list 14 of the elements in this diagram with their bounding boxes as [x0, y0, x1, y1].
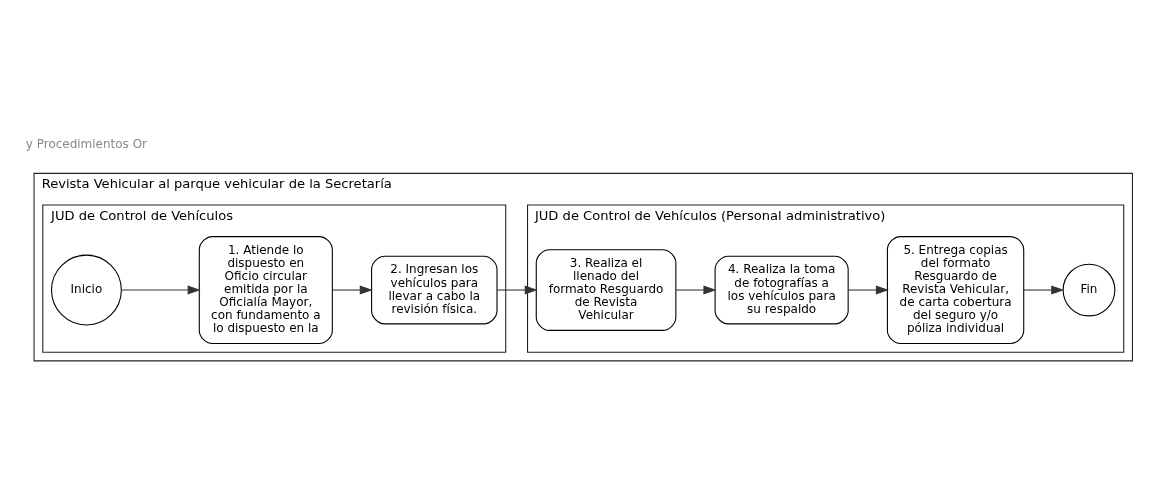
label: y Procedimientos Or: [25, 137, 148, 152]
arrow: [496, 285, 538, 295]
node-box: 3. Realiza el llenado del formato Resguardo de Revista Vehicular: [535, 249, 677, 331]
node-box: 2. Ingresan los vehículos para llevar a cabo la revisión física.: [371, 255, 498, 325]
arrow: [121, 285, 201, 295]
arrow: [1023, 285, 1065, 295]
node-box: 1. Atiende lo dispuesto en Oficio circular emitida por la Oficialía Mayor, con fundamento a lo dispuesto en la: [198, 236, 333, 344]
node-circle: Fin: [1062, 263, 1116, 317]
node-box: 5. Entrega copias del formato Resguardo de Revista Vehicular, de carta cobertura del seguro y/o póliza individual: [886, 236, 1025, 344]
arrow: [332, 285, 373, 295]
node-circle: Inicio: [50, 254, 122, 326]
arrow: [675, 285, 717, 295]
node-box: 4. Realiza la toma de fotografías a los vehículos para su respaldo: [714, 255, 849, 325]
arrow: [848, 285, 889, 295]
